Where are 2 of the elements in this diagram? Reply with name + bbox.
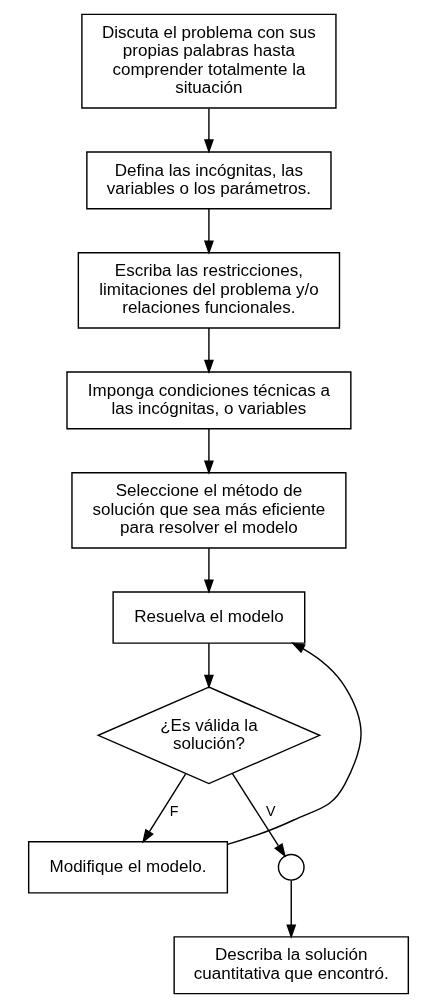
- edge-label: V: [265, 803, 276, 820]
- edge-label: F: [169, 803, 179, 820]
